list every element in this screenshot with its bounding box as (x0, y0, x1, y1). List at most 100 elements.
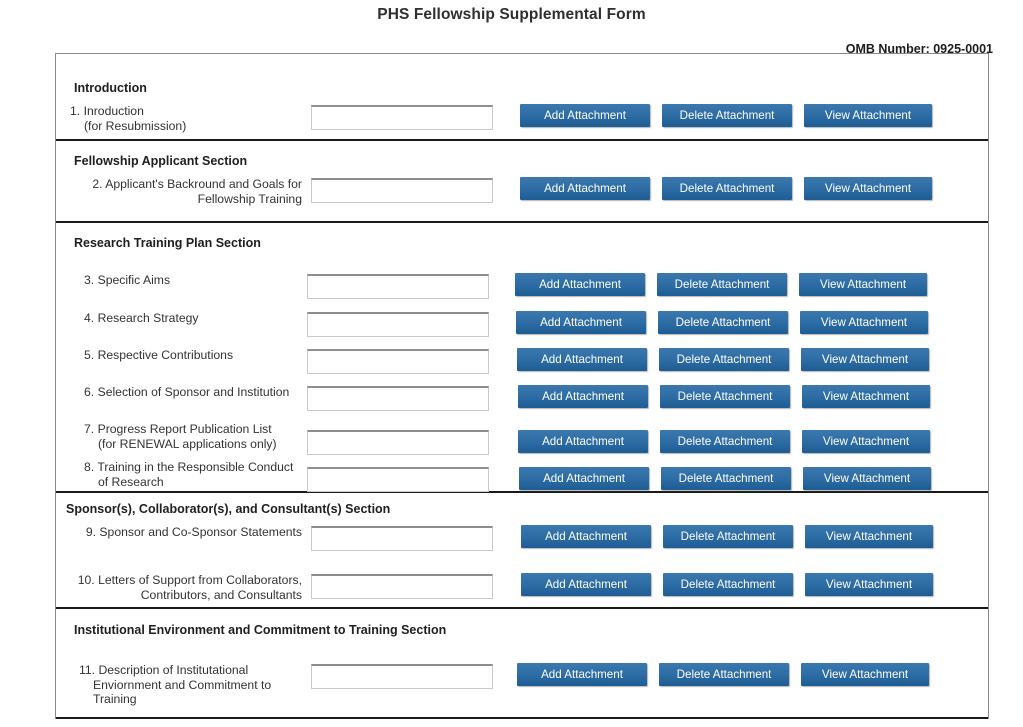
attachment-field[interactable] (307, 467, 489, 492)
delete-attachment-button[interactable]: Delete Attachment (660, 385, 790, 408)
section-title: Introduction (74, 81, 147, 95)
row-text-line2: Fellowship Training (197, 191, 302, 206)
delete-attachment-button[interactable]: Delete Attachment (659, 348, 789, 371)
attachment-field[interactable] (311, 526, 493, 551)
row-number: 9. (85, 525, 97, 539)
view-attachment-button[interactable]: View Attachment (802, 385, 930, 408)
attachment-field[interactable] (307, 386, 489, 411)
attachment-button-group: Add Attachment Delete Attachment View At… (518, 430, 930, 453)
view-attachment-button[interactable]: View Attachment (801, 663, 929, 686)
row-label: 10. Letters of Support from Collaborator… (56, 573, 306, 602)
row-text-line1: Letters of Support from Collaborators, (98, 573, 302, 587)
view-attachment-button[interactable]: View Attachment (804, 177, 932, 200)
attachment-field[interactable] (307, 312, 489, 337)
row-number: 7. (84, 422, 95, 436)
row-number: 1. (70, 104, 81, 118)
attachment-row: 6. Selection of Sponsor and Institution … (56, 385, 988, 411)
attachment-row: 10. Letters of Support from Collaborator… (56, 573, 988, 602)
attachment-row: 11. Description of Institutational Envio… (56, 663, 988, 707)
omb-number: OMB Number: 0925-0001 (845, 42, 993, 56)
add-attachment-button[interactable]: Add Attachment (520, 177, 650, 200)
row-label: 9. Sponsor and Co-Sponsor Statements (56, 525, 306, 540)
attachment-row: 3. Specific Aims Add Attachment Delete A… (56, 273, 988, 299)
row-label: 7. Progress Report Publication List (for… (56, 422, 302, 451)
row-text-line2: (for Resubmission) (84, 118, 187, 133)
section-research-training-plan: Research Training Plan Section 3. Specif… (56, 223, 988, 493)
row-number: 8. (84, 460, 95, 474)
attachment-button-group: Add Attachment Delete Attachment View At… (518, 385, 930, 408)
row-text-line2: Enviornment and Commitment to (93, 677, 272, 692)
attachment-button-group: Add Attachment Delete Attachment View At… (515, 273, 927, 296)
row-label: 11. Description of Institutational Envio… (56, 663, 306, 707)
attachment-button-group: Add Attachment Delete Attachment View At… (521, 573, 933, 596)
attachment-button-group: Add Attachment Delete Attachment View At… (521, 525, 933, 548)
delete-attachment-button[interactable]: Delete Attachment (657, 273, 787, 296)
attachment-field[interactable] (311, 574, 493, 599)
attachment-field[interactable] (307, 349, 489, 374)
page-title: PHS Fellowship Supplemental Form (377, 6, 646, 23)
add-attachment-button[interactable]: Add Attachment (517, 348, 647, 371)
row-number: 4. (84, 311, 95, 325)
row-text-line1: Specific Aims (97, 273, 171, 287)
attachment-field[interactable] (307, 274, 489, 299)
attachment-row: 4. Research Strategy Add Attachment Dele… (56, 311, 988, 337)
view-attachment-button[interactable]: View Attachment (802, 430, 930, 453)
section-sponsor-collaborator-consultant: Sponsor(s), Collaborator(s), and Consult… (56, 493, 988, 609)
add-attachment-button[interactable]: Add Attachment (521, 525, 651, 548)
row-number: 2. (92, 177, 103, 191)
add-attachment-button[interactable]: Add Attachment (515, 273, 645, 296)
section-title: Research Training Plan Section (74, 236, 261, 250)
row-text-line2: Contributors, and Consultants (140, 587, 302, 602)
attachment-field[interactable] (311, 664, 493, 689)
section-introduction: Introduction 1. Inroduction (for Resubmi… (56, 54, 988, 141)
attachment-button-group: Add Attachment Delete Attachment View At… (516, 311, 928, 334)
row-text-line3: Training (93, 692, 137, 706)
delete-attachment-button[interactable]: Delete Attachment (663, 573, 793, 596)
add-attachment-button[interactable]: Add Attachment (517, 663, 647, 686)
attachment-button-group: Add Attachment Delete Attachment View At… (520, 177, 932, 200)
delete-attachment-button[interactable]: Delete Attachment (663, 525, 793, 548)
delete-attachment-button[interactable]: Delete Attachment (662, 104, 792, 127)
view-attachment-button[interactable]: View Attachment (805, 525, 933, 548)
view-attachment-button[interactable]: View Attachment (803, 467, 931, 490)
attachment-row: 1. Inroduction (for Resubmission) Add At… (56, 104, 988, 133)
section-title: Institutional Environment and Commitment… (74, 623, 447, 637)
row-text-line1: Inroduction (83, 104, 144, 118)
add-attachment-button[interactable]: Add Attachment (520, 104, 650, 127)
view-attachment-button[interactable]: View Attachment (801, 348, 929, 371)
add-attachment-button[interactable]: Add Attachment (518, 430, 648, 453)
attachment-field[interactable] (311, 178, 493, 203)
view-attachment-button[interactable]: View Attachment (804, 104, 932, 127)
attachment-field[interactable] (311, 105, 493, 130)
attachment-button-group: Add Attachment Delete Attachment View At… (519, 467, 931, 490)
section-title: Sponsor(s), Collaborator(s), and Consult… (66, 502, 391, 516)
row-number: 6. (84, 385, 95, 399)
add-attachment-button[interactable]: Add Attachment (519, 467, 649, 490)
view-attachment-button[interactable]: View Attachment (805, 573, 933, 596)
attachment-button-group: Add Attachment Delete Attachment View At… (517, 663, 929, 686)
row-label: 5. Respective Contributions (56, 348, 302, 363)
add-attachment-button[interactable]: Add Attachment (521, 573, 651, 596)
add-attachment-button[interactable]: Add Attachment (516, 311, 646, 334)
attachment-button-group: Add Attachment Delete Attachment View At… (520, 104, 932, 127)
view-attachment-button[interactable]: View Attachment (799, 273, 927, 296)
view-attachment-button[interactable]: View Attachment (800, 311, 928, 334)
attachment-button-group: Add Attachment Delete Attachment View At… (517, 348, 929, 371)
row-label: 8. Training in the Responsible Conduct o… (56, 460, 302, 489)
delete-attachment-button[interactable]: Delete Attachment (658, 311, 788, 334)
row-text-line2: (for RENEWAL applications only) (98, 436, 277, 451)
delete-attachment-button[interactable]: Delete Attachment (662, 177, 792, 200)
row-label: 6. Selection of Sponsor and Institution (56, 385, 302, 400)
row-text-line1: Respective Contributions (97, 348, 234, 362)
row-label: 1. Inroduction (for Resubmission) (56, 104, 306, 133)
row-text-line2: of Research (98, 474, 164, 489)
attachment-row: 8. Training in the Responsible Conduct o… (56, 460, 988, 492)
attachment-row: 2. Applicant's Backround and Goals for F… (56, 177, 988, 206)
delete-attachment-button[interactable]: Delete Attachment (659, 663, 789, 686)
add-attachment-button[interactable]: Add Attachment (518, 385, 648, 408)
delete-attachment-button[interactable]: Delete Attachment (661, 467, 791, 490)
attachment-row: 5. Respective Contributions Add Attachme… (56, 348, 988, 374)
delete-attachment-button[interactable]: Delete Attachment (660, 430, 790, 453)
attachment-field[interactable] (307, 430, 489, 455)
section-title: Fellowship Applicant Section (74, 154, 248, 168)
